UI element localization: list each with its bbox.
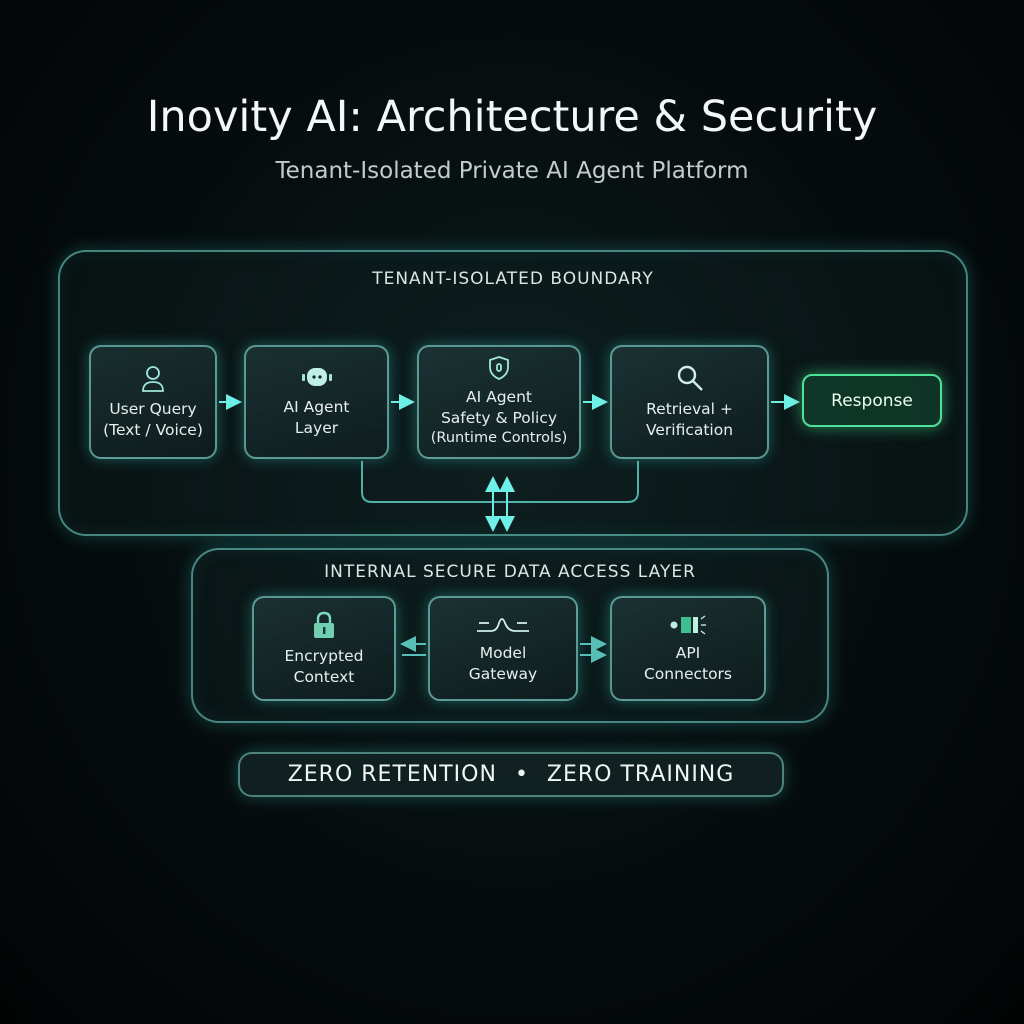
zero-training-label: ZERO TRAINING — [546, 762, 735, 787]
api-connectors: API Connectors — [610, 596, 766, 701]
step-label: (Text / Voice) — [103, 421, 203, 439]
robot-icon — [301, 368, 332, 387]
item-label: Context — [293, 667, 355, 686]
step-label: Retrieval + — [646, 400, 733, 419]
step-label: Safety & Policy — [440, 409, 558, 428]
step-ai-agent-layer: AI Agent Layer — [244, 345, 389, 459]
tenant-boundary-label: TENANT-ISOLATED BOUNDARY — [372, 269, 654, 289]
lock-icon — [314, 611, 334, 638]
step-label: AI Agent — [466, 388, 532, 407]
item-label: Gateway — [468, 664, 538, 683]
step-safety-policy: AI Agent Safety & Policy (Runtime Contro… — [417, 345, 581, 459]
user-icon — [142, 366, 164, 392]
encrypted-context: Encrypted Context — [252, 596, 396, 701]
model-gateway: Model Gateway — [428, 596, 578, 701]
page-title: Inovity AI: Architecture & Security — [146, 92, 878, 142]
item-label: Model — [479, 643, 527, 662]
zero-retention-training-banner: ZERO RETENTION • ZERO TRAINING — [238, 752, 784, 797]
data-access-layer-label: INTERNAL SECURE DATA ACCESS LAYER — [324, 562, 696, 582]
step-user-query: User Query (Text / Voice) — [89, 345, 217, 459]
step-retrieval-verification: Retrieval + Verification — [610, 345, 769, 459]
response-box: Response — [802, 374, 942, 427]
connector-icon — [670, 615, 706, 635]
item-label: Encrypted — [284, 646, 364, 665]
step-label: User Query — [109, 400, 197, 419]
page-subtitle: Tenant-Isolated Private AI Agent Platfor… — [275, 158, 749, 184]
shield-icon — [489, 356, 509, 381]
separator-dot: • — [514, 762, 529, 787]
zero-retention-label: ZERO RETENTION — [287, 762, 497, 787]
step-label: Layer — [294, 419, 339, 437]
step-label: AI Agent — [283, 398, 350, 417]
loop-connector — [361, 461, 639, 503]
magnifier-icon — [677, 365, 703, 391]
waveform-icon — [477, 617, 529, 632]
item-label: Connectors — [643, 664, 733, 683]
step-label: Verification — [645, 421, 734, 439]
step-label: (Runtime Controls) — [430, 430, 568, 447]
item-label: API — [675, 643, 701, 662]
